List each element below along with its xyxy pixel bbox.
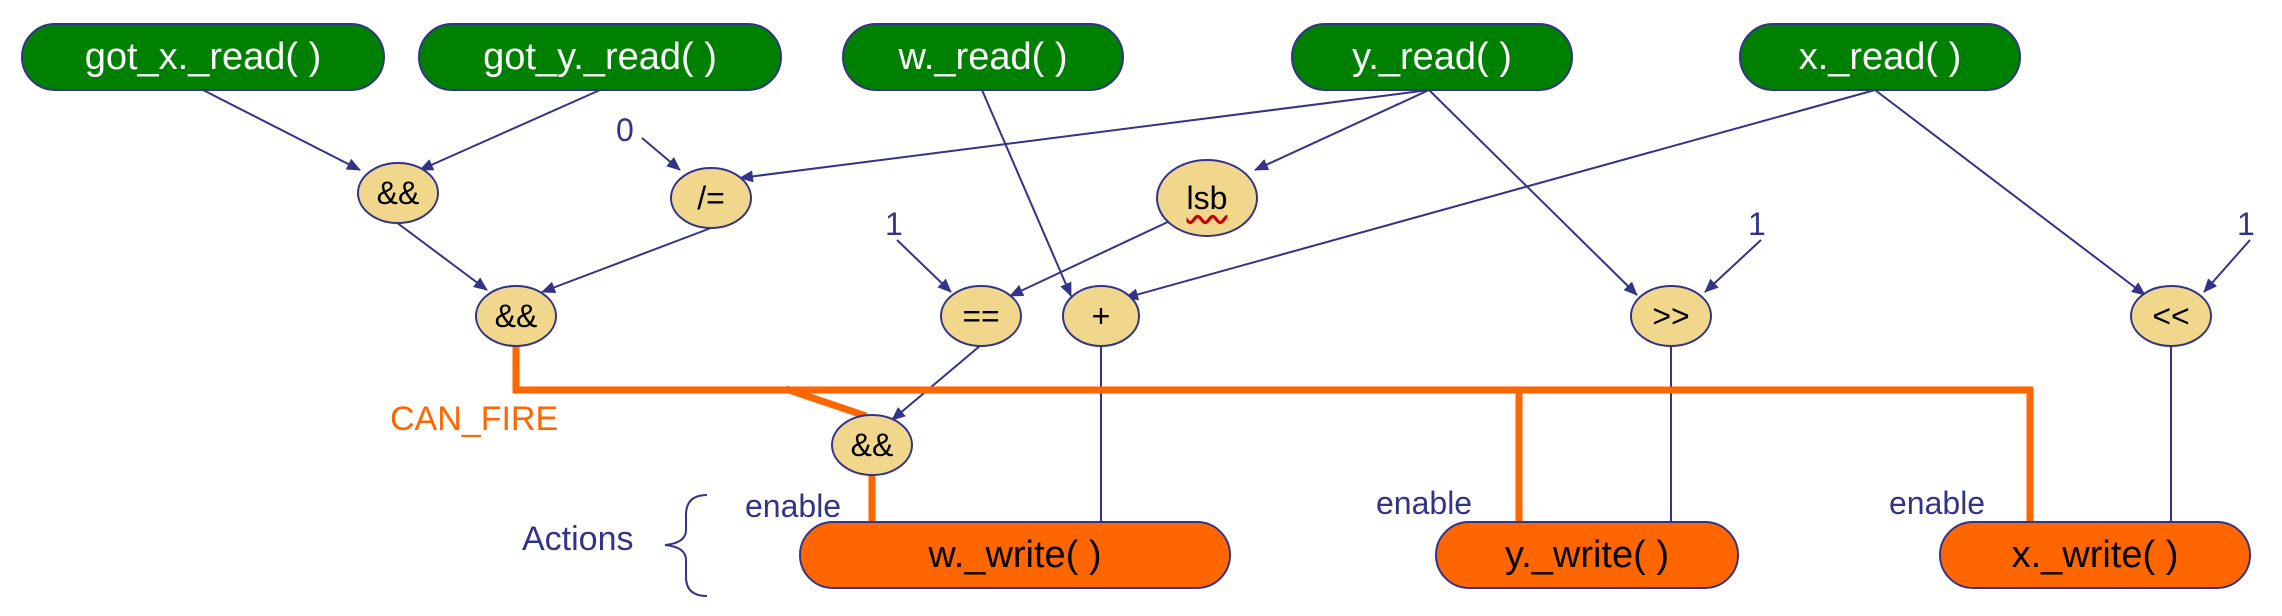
reader-node-x <box>1739 23 2021 91</box>
dataflow-edge <box>202 89 361 171</box>
action-label: x._write( ) <box>2011 534 2179 576</box>
operator-label: >> <box>1652 298 1690 334</box>
dataflow-edge <box>981 89 1072 297</box>
dataflow-edge <box>739 89 1430 183</box>
operator-node-and2 <box>475 285 557 347</box>
operator-label: && <box>494 298 538 334</box>
action-node-w-write <box>799 521 1231 589</box>
reader-node-y <box>1291 23 1573 91</box>
operator-label: + <box>1091 298 1111 334</box>
dataflow-edge <box>1009 219 1173 297</box>
dataflow-edge <box>1428 89 1638 296</box>
can-fire-line <box>784 385 868 420</box>
reader-node-got-x <box>21 23 385 91</box>
operator-node-and3 <box>831 414 913 476</box>
dataflow-edge <box>2203 239 2251 293</box>
operator-label: lsb <box>1186 180 1228 216</box>
operator-node-shl <box>2130 285 2212 347</box>
dataflow-edge <box>1254 89 1430 171</box>
actions-brace <box>664 494 708 597</box>
action-label: y._write( ) <box>1505 534 1669 576</box>
constant-label: 0 <box>616 112 634 148</box>
operator-node-and1 <box>357 162 439 224</box>
operator-node-plus <box>1062 285 1140 347</box>
operator-node-neq <box>670 167 752 229</box>
reader-label: got_x._read( ) <box>84 36 322 78</box>
reader-label: y._read( ) <box>1352 36 1512 78</box>
operator-node-eq <box>940 285 1022 347</box>
enable-label: enable <box>745 488 842 524</box>
reader-node-w <box>842 23 1124 91</box>
reader-label: got_y._read( ) <box>483 36 717 78</box>
action-node-y-write <box>1435 521 1739 589</box>
dataflow-edge <box>1874 89 2146 296</box>
constant-label: 1 <box>2237 206 2255 242</box>
enable-label: enable <box>1376 485 1473 521</box>
dataflow-edge <box>896 239 952 293</box>
dataflow-edge <box>541 227 712 294</box>
dataflow-edge <box>1704 239 1762 293</box>
actions-label: Actions <box>522 520 634 558</box>
reader-label: w._read( ) <box>898 36 1068 78</box>
constant-label: 1 <box>1748 206 1766 242</box>
operator-node-shr <box>1630 285 1712 347</box>
constant-label: 1 <box>885 206 903 242</box>
operator-label: == <box>962 298 1000 334</box>
operator-node-lsb <box>1156 159 1258 237</box>
reader-label: x._read( ) <box>1798 36 1962 78</box>
dataflow-edge <box>891 344 982 421</box>
action-label: w._write( ) <box>928 534 1102 576</box>
dataflow-edge <box>641 137 681 171</box>
operator-label: /= <box>697 180 725 216</box>
operator-label: << <box>2152 298 2190 334</box>
dataflow-edge <box>1124 89 1876 301</box>
enable-label: enable <box>1889 485 1986 521</box>
dataflow-edge <box>395 221 488 291</box>
reader-node-got-y <box>418 23 782 91</box>
operator-label: && <box>376 175 420 211</box>
can-fire-label: CAN_FIRE <box>390 400 559 438</box>
action-node-x-write <box>1939 521 2251 589</box>
dataflow-edge <box>419 89 601 171</box>
operator-label: && <box>850 427 894 463</box>
